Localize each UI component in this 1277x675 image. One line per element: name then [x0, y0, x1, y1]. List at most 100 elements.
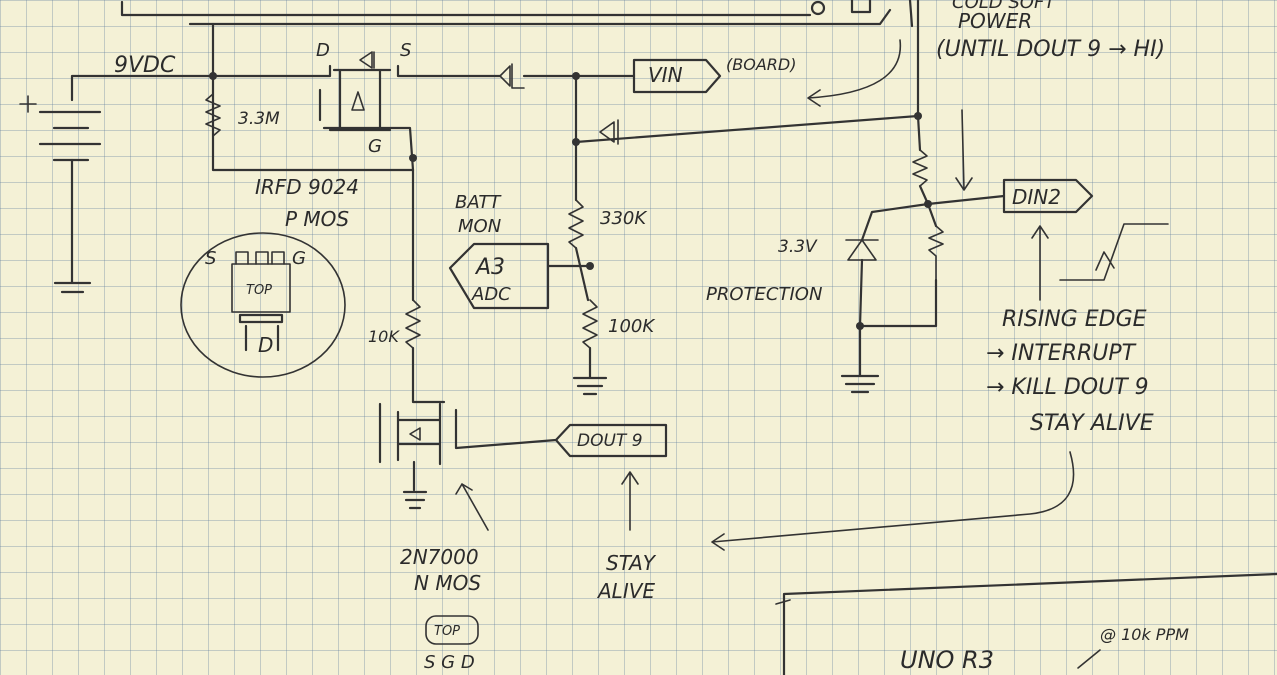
- a3-line1: A3: [474, 255, 505, 280]
- vin-note: (BOARD): [726, 55, 796, 74]
- nmos-part-label: 2N7000: [400, 545, 479, 569]
- nmos-pkg-top: TOP: [434, 624, 460, 639]
- battery-plus: [19, 95, 37, 113]
- pmos-g-label: G: [368, 136, 382, 157]
- divider-mid: [574, 246, 590, 302]
- dout9-label: DOUT 9: [577, 431, 643, 451]
- nmos-arrow: [409, 427, 421, 441]
- board-note: @ 10k PPM: [1100, 625, 1189, 644]
- supply-label: 9VDC: [114, 53, 176, 78]
- battery-lead: [70, 74, 215, 102]
- diode-vin: [499, 63, 525, 89]
- top-terminal-2: [850, 0, 872, 14]
- stay-alive-line2: ALIVE: [596, 579, 655, 603]
- cross-wire: [574, 114, 920, 144]
- pmos-package-circle: [180, 232, 346, 378]
- din2-tag: [1002, 178, 1094, 214]
- top-note-line1: COLD SOFT: [952, 0, 1057, 13]
- din2-label: DIN2: [1012, 185, 1061, 209]
- din2-down-arrow: [955, 109, 973, 191]
- top-right-feed: [908, 0, 914, 28]
- pkg-d-bracket: [244, 324, 280, 352]
- stay-alive-loop: [711, 451, 1075, 551]
- zener-label: PROTECTION: [706, 284, 822, 305]
- resistor-top-right: [912, 149, 928, 187]
- zener-voltage: 3.3V: [778, 237, 818, 257]
- top-terminal: [810, 0, 826, 16]
- board-label: UNO R3: [900, 646, 994, 674]
- r-330k-label: 330K: [600, 208, 647, 229]
- pmos-drain-wire: [211, 64, 332, 78]
- din2-node-wire: [918, 184, 1006, 206]
- top-note-arrow: [807, 39, 902, 107]
- r-100k-label: 100K: [608, 316, 655, 337]
- battery-symbol: [38, 110, 102, 162]
- diode-cross: [599, 119, 619, 145]
- stay-alive-arrow: [621, 471, 639, 531]
- board-outline: [782, 572, 1277, 675]
- nmos-type-label: N MOS: [414, 571, 481, 595]
- zener: [845, 239, 879, 261]
- resistor-330k: [568, 199, 584, 249]
- vin-tag: [632, 58, 722, 94]
- pkg-s-label: S: [205, 248, 216, 269]
- pmos-part-label: IRFD 9024: [255, 175, 359, 199]
- pmos-d-label: D: [316, 40, 330, 61]
- dout9-tag: [554, 423, 668, 458]
- r-3m3-label: 3.3M: [238, 109, 280, 129]
- rising-edge-arrow: [1095, 251, 1115, 271]
- rising-line1: RISING EDGE: [1002, 307, 1147, 332]
- vin-label: VIN: [648, 63, 683, 87]
- top-note-line2: POWER: [958, 9, 1032, 33]
- rising-edge-symbol: [1059, 223, 1169, 281]
- battery-ground: [53, 281, 92, 294]
- board-note-arrow: [1077, 649, 1101, 669]
- pkg-g-label: G: [292, 248, 306, 269]
- resistor-3m3: [205, 93, 221, 137]
- top-partial-wire: [120, 0, 812, 17]
- junction-right-top: [914, 112, 922, 120]
- pkg-tab: [238, 313, 284, 324]
- left-rail: [211, 22, 415, 172]
- nmos-gate: [454, 408, 558, 450]
- supply-top-wire: [188, 8, 892, 26]
- top-note-line3: (UNTIL DOUT 9 → HI): [936, 37, 1165, 62]
- pmos-arrow: [351, 91, 365, 111]
- resistor-10k: [405, 299, 421, 349]
- batmon-line1: BATT: [455, 192, 502, 213]
- r-10k-label: 10K: [368, 327, 400, 346]
- divider-ground: [572, 346, 608, 396]
- board-corner: [775, 599, 791, 605]
- pmos-gate-node: [409, 154, 417, 162]
- nmos-body: [378, 402, 442, 492]
- zener-wire: [860, 202, 930, 242]
- rising-line2: → INTERRUPT: [986, 341, 1137, 366]
- rising-line3: → KILL DOUT 9: [986, 375, 1149, 400]
- right-rail: [916, 0, 922, 152]
- rising-line4: STAY ALIVE: [1030, 411, 1154, 436]
- pmos-body: [318, 68, 392, 132]
- pmos-s-label: S: [400, 40, 411, 61]
- a3-tag: [448, 242, 550, 310]
- a3-line2: ADC: [471, 284, 511, 305]
- pkg-d-label: D: [258, 333, 273, 357]
- din2-up-arrow: [1031, 225, 1049, 301]
- pkg-top-label: TOP: [246, 283, 272, 298]
- nmos-callout-arrow: [455, 483, 489, 531]
- pmos-source-wire: [396, 64, 502, 78]
- stay-alive-line1: STAY: [606, 551, 657, 575]
- zener-to-resistor: [926, 202, 938, 228]
- right-ground: [840, 324, 880, 394]
- resistor-lower-right: [928, 225, 944, 281]
- zener-down: [858, 258, 938, 328]
- nmos-pkg-pins: S G D: [424, 652, 475, 673]
- pmos-body-diode: [359, 51, 375, 69]
- nmos-package: [425, 615, 479, 645]
- pkg-pins: [235, 251, 285, 265]
- nmos-drain-wire: [411, 346, 446, 404]
- pkg-body: [231, 263, 291, 313]
- nmos-ground: [402, 490, 428, 510]
- pmos-type-label: P MOS: [285, 207, 349, 231]
- batmon-line2: MON: [458, 216, 501, 237]
